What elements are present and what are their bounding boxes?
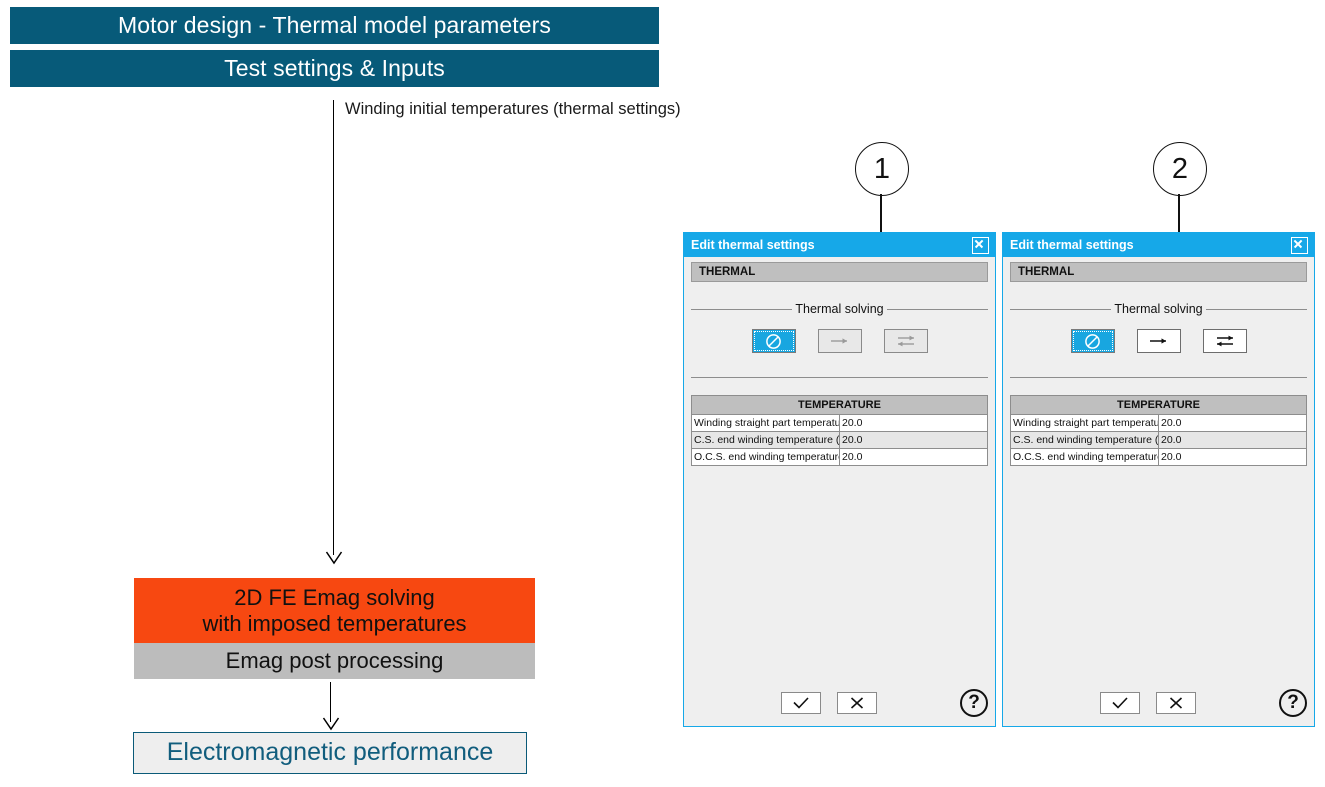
temperature-table: TEMPERATURE Winding straight part temper… xyxy=(1010,395,1307,466)
fieldset-legend-row: Thermal solving xyxy=(691,302,989,316)
section-header-thermal: THERMAL xyxy=(1010,262,1307,282)
row-label: Winding straight part temperature (°C) xyxy=(1010,414,1159,432)
flow-connector-line-bottom xyxy=(330,682,332,722)
table-row: O.C.S. end winding temperature (°C) 20.0 xyxy=(1010,448,1307,466)
confirm-button[interactable] xyxy=(781,692,821,714)
dialog-body: THERMAL Thermal solving xyxy=(684,257,995,726)
callout-badge-2: 2 xyxy=(1153,142,1207,196)
table-row: Winding straight part temperature (°C) 2… xyxy=(691,414,988,432)
row-value[interactable]: 20.0 xyxy=(839,448,988,466)
fieldset-legend: Thermal solving xyxy=(795,302,884,316)
close-icon[interactable] xyxy=(972,236,989,254)
row-label: O.C.S. end winding temperature (°C) xyxy=(691,448,840,466)
fieldset-rule-left xyxy=(1010,308,1112,310)
temperature-table: TEMPERATURE Winding straight part temper… xyxy=(691,395,988,466)
fieldset-thermal-solving: Thermal solving xyxy=(691,302,989,378)
result-box-performance: Electromagnetic performance xyxy=(133,732,527,774)
thermal-solving-toggle-group xyxy=(691,329,988,353)
help-icon[interactable]: ? xyxy=(960,689,988,717)
dialog-footer: ? xyxy=(691,689,988,717)
row-label: C.S. end winding temperature (°C) xyxy=(691,431,840,449)
callout-leader-line-2 xyxy=(1178,194,1180,242)
dialog-edit-thermal-settings-1: Edit thermal settings THERMAL Thermal so… xyxy=(683,232,996,727)
cancel-button[interactable] xyxy=(837,692,877,714)
callout-leader-line-1 xyxy=(880,194,882,242)
dialog-titlebar: Edit thermal settings xyxy=(684,233,995,257)
section-divider xyxy=(1010,377,1307,378)
row-label: C.S. end winding temperature (°C) xyxy=(1010,431,1159,449)
fieldset-rule-right xyxy=(886,308,989,310)
subtitle-banner: Test settings & Inputs xyxy=(10,50,659,87)
row-label: O.C.S. end winding temperature (°C) xyxy=(1010,448,1159,466)
close-icon[interactable] xyxy=(1291,236,1308,254)
row-value[interactable]: 20.0 xyxy=(1158,431,1307,449)
row-value[interactable]: 20.0 xyxy=(1158,448,1307,466)
section-header-thermal: THERMAL xyxy=(691,262,988,282)
fieldset-rule-right xyxy=(1205,308,1308,310)
flow-arrowhead-bottom xyxy=(322,717,340,731)
one-way-coupling-icon[interactable] xyxy=(1136,329,1181,353)
emag-solving-line2: with imposed temperatures xyxy=(202,610,467,636)
table-header-temperature: TEMPERATURE xyxy=(1010,395,1307,415)
flow-connector-line-top xyxy=(333,100,335,555)
table-header-row: TEMPERATURE xyxy=(1010,395,1307,415)
one-way-coupling-icon[interactable] xyxy=(817,329,862,353)
dialog-titlebar: Edit thermal settings xyxy=(1003,233,1314,257)
table-row: Winding straight part temperature (°C) 2… xyxy=(1010,414,1307,432)
fieldset-rule-left xyxy=(691,308,793,310)
emag-solving-line1: 2D FE Emag solving xyxy=(234,584,435,610)
section-divider xyxy=(691,377,988,378)
fieldset-thermal-solving: Thermal solving xyxy=(1010,302,1308,378)
dialog-footer: ? xyxy=(1010,689,1307,717)
no-thermal-solving-icon[interactable] xyxy=(1070,329,1115,353)
table-row: C.S. end winding temperature (°C) 20.0 xyxy=(691,431,988,449)
fieldset-legend: Thermal solving xyxy=(1114,302,1203,316)
row-value[interactable]: 20.0 xyxy=(1158,414,1307,432)
thermal-solving-toggle-group xyxy=(1010,329,1307,353)
cancel-button[interactable] xyxy=(1156,692,1196,714)
process-box-emag-solving: 2D FE Emag solving with imposed temperat… xyxy=(134,578,535,643)
two-way-coupling-icon[interactable] xyxy=(1202,329,1247,353)
row-label: Winding straight part temperature (°C) xyxy=(691,414,840,432)
help-icon[interactable]: ? xyxy=(1279,689,1307,717)
row-value[interactable]: 20.0 xyxy=(839,414,988,432)
row-value[interactable]: 20.0 xyxy=(839,431,988,449)
flow-arrowhead-top xyxy=(325,551,343,565)
table-row: C.S. end winding temperature (°C) 20.0 xyxy=(1010,431,1307,449)
table-header-row: TEMPERATURE xyxy=(691,395,988,415)
process-box-emag-post: Emag post processing xyxy=(134,643,535,679)
dialog-title: Edit thermal settings xyxy=(691,238,815,252)
fieldset-legend-row: Thermal solving xyxy=(1010,302,1308,316)
table-row: O.C.S. end winding temperature (°C) 20.0 xyxy=(691,448,988,466)
page-title-banner: Motor design - Thermal model parameters xyxy=(10,7,659,44)
confirm-button[interactable] xyxy=(1100,692,1140,714)
dialog-title: Edit thermal settings xyxy=(1010,238,1134,252)
two-way-coupling-icon[interactable] xyxy=(883,329,928,353)
dialog-body: THERMAL Thermal solving xyxy=(1003,257,1314,726)
table-header-temperature: TEMPERATURE xyxy=(691,395,988,415)
branch-label: Winding initial temperatures (thermal se… xyxy=(345,100,681,118)
no-thermal-solving-icon[interactable] xyxy=(751,329,796,353)
dialog-edit-thermal-settings-2: Edit thermal settings THERMAL Thermal so… xyxy=(1002,232,1315,727)
callout-badge-1: 1 xyxy=(855,142,909,196)
